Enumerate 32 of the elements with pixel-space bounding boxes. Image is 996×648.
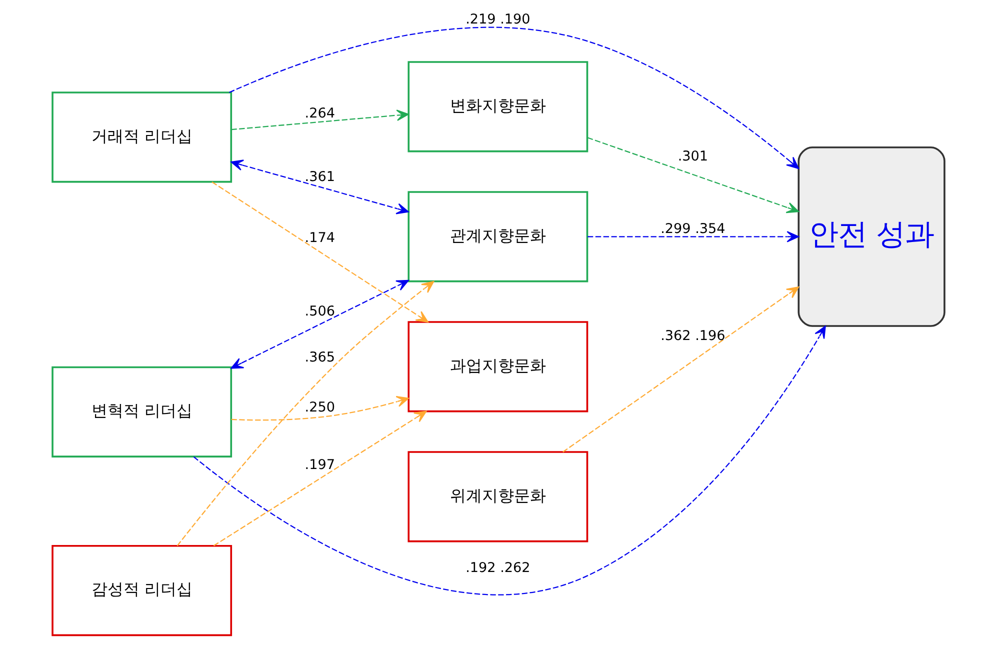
edge-label: .362 .196 — [660, 328, 725, 344]
arrow — [230, 110, 408, 130]
edge-label: .264 — [304, 106, 334, 122]
node-box: 감성적 리더십 — [51, 544, 232, 636]
arrow — [586, 137, 799, 214]
node-box: 거래적 리더십 — [51, 92, 232, 183]
node-box: 변화지향문화 — [407, 61, 588, 152]
arrow — [587, 231, 799, 242]
node-box: 변혁적 리더십 — [51, 366, 232, 458]
node-box: 관계지향문화 — [407, 191, 588, 282]
arrow — [230, 280, 408, 369]
arrow — [211, 182, 428, 323]
arrow — [228, 26, 799, 169]
arrow — [192, 326, 826, 595]
edge-label: .192 .262 — [465, 560, 530, 576]
node-box: 과업지향문화 — [407, 321, 588, 412]
edge-label: .197 — [304, 457, 334, 474]
edge-label: .301 — [677, 148, 708, 164]
arrow — [230, 396, 409, 421]
edge-label: .219 .190 — [465, 12, 530, 28]
node-box: 안전 성과 — [797, 146, 945, 327]
arrow — [230, 160, 408, 214]
arrow — [562, 286, 799, 452]
edge-label: .250 — [304, 399, 334, 416]
node-box: 위계지향문화 — [407, 451, 588, 542]
edge-label: .506 — [304, 303, 334, 320]
edge-label: .299 .354 — [660, 220, 725, 237]
arrow — [212, 410, 426, 546]
edge-label: .174 — [304, 230, 334, 246]
arrow — [176, 281, 434, 546]
edge-label: .365 — [304, 350, 334, 366]
edge-label: .361 — [304, 168, 334, 185]
